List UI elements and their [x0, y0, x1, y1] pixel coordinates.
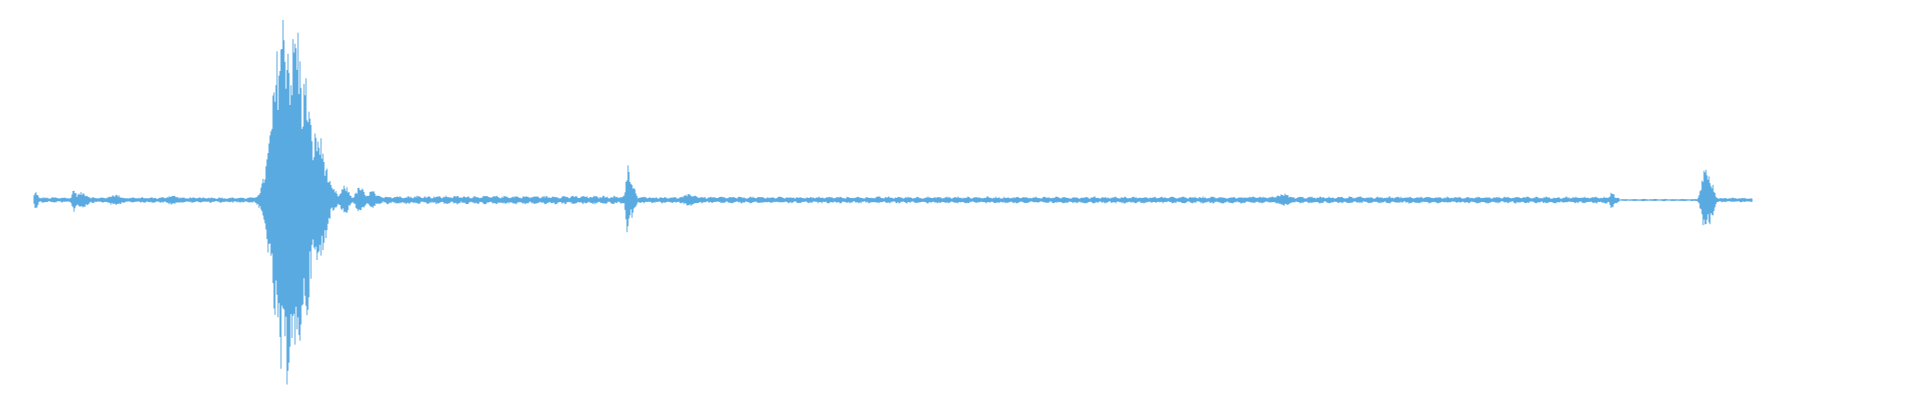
waveform-bars	[33, 19, 1753, 385]
